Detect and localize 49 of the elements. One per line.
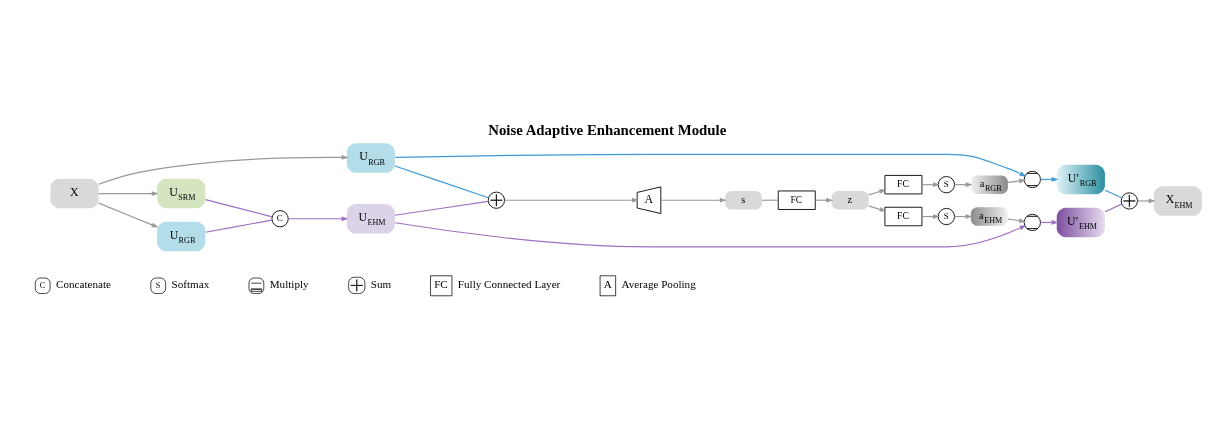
node-box: U′$_{EHM}$: [1056, 207, 1105, 238]
arrow: [504, 197, 639, 203]
legend-label: Multiply: [269, 278, 309, 291]
node-box: U$_{RGB}$: [157, 221, 206, 252]
arrow: [1007, 218, 1026, 224]
node-box: X$_{EHM}$: [1153, 186, 1202, 216]
arrow: [394, 153, 1027, 177]
node-box: FC: [777, 190, 816, 210]
label: A: [603, 278, 612, 291]
arrow: [868, 205, 887, 212]
node-box: U$_{RGB}$: [346, 143, 395, 173]
node-box: a$_{RGB}$: [970, 175, 1008, 194]
node-box: A: [636, 186, 662, 214]
node-box: a$_{EHM}$: [970, 207, 1008, 226]
label: C: [39, 280, 46, 290]
connector: [204, 199, 273, 218]
arrow: [394, 222, 1027, 248]
legend-label: Sum: [370, 278, 392, 290]
connector: [1104, 189, 1123, 199]
diagram-title: Noise Adaptive Enhancement Module: [488, 122, 727, 139]
legend-label: Fully Connected Layer: [457, 278, 561, 291]
arrow: [287, 216, 349, 222]
node-box: X: [50, 178, 99, 209]
label: FC: [434, 278, 448, 291]
node-circle: C: [271, 210, 289, 228]
arrow: [1137, 198, 1156, 204]
connector: [394, 200, 489, 216]
legend-label: Average Pooling: [621, 278, 696, 291]
node-box: U$_{SRM}$: [157, 178, 206, 209]
arrow: [1007, 178, 1026, 184]
node-circle: S: [937, 207, 955, 226]
connector: [394, 165, 489, 199]
legend-label: Softmax: [171, 278, 210, 291]
node-box: z: [831, 190, 869, 210]
node-circle: S: [937, 176, 955, 194]
node-box: U′$_{RGB}$: [1056, 164, 1105, 195]
node-box: s: [724, 190, 762, 210]
arrow: [98, 202, 159, 228]
connector: [204, 219, 273, 233]
connector: [1104, 203, 1123, 213]
arrow: [868, 189, 887, 196]
arrow: [660, 197, 727, 203]
node-box: U$_{EHM}$: [346, 203, 395, 234]
arrow: [98, 191, 159, 196]
legend-label: Concatenate: [56, 278, 111, 291]
arrow: [98, 155, 349, 185]
node-box: FC: [884, 206, 923, 227]
node-box: FC: [884, 174, 923, 195]
label: S: [155, 280, 161, 290]
